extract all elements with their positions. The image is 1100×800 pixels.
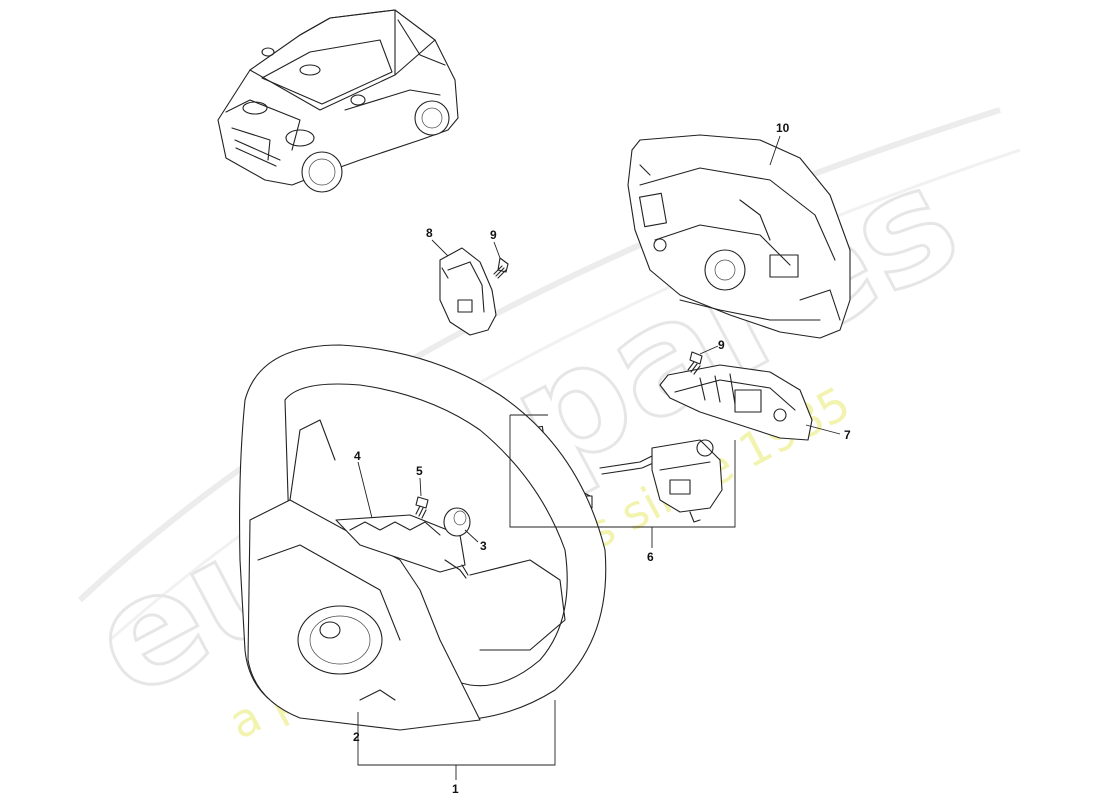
- leader-lines: [357, 135, 841, 780]
- part-labels: 10 8 9 9 7 4 5 3 6 2 1: [353, 121, 851, 796]
- label-part-4: 4: [354, 449, 361, 463]
- label-part-2: 2: [353, 730, 360, 744]
- label-part-1: 1: [452, 782, 459, 796]
- part-9-screw-lower: [687, 351, 703, 375]
- car-illustration: [217, 9, 459, 193]
- label-part-8: 8: [426, 226, 433, 240]
- label-part-9-upper: 9: [490, 228, 497, 242]
- part-8-cover: [439, 247, 497, 336]
- label-part-9-lower: 9: [718, 338, 725, 352]
- part-3-grommet: [443, 507, 471, 537]
- watermark-swoosh-2: [109, 148, 1021, 642]
- part-4-bracket: [335, 514, 469, 579]
- label-part-7: 7: [844, 428, 851, 442]
- label-part-6: 6: [647, 550, 654, 564]
- label-part-10: 10: [776, 121, 790, 135]
- label-part-3: 3: [480, 539, 487, 553]
- part-10-airbag-module: [627, 134, 851, 339]
- part-7-cover: [659, 364, 813, 441]
- part-5-screw: [415, 496, 429, 519]
- part-9-screw-upper: [493, 257, 509, 279]
- label-part-5: 5: [416, 464, 423, 478]
